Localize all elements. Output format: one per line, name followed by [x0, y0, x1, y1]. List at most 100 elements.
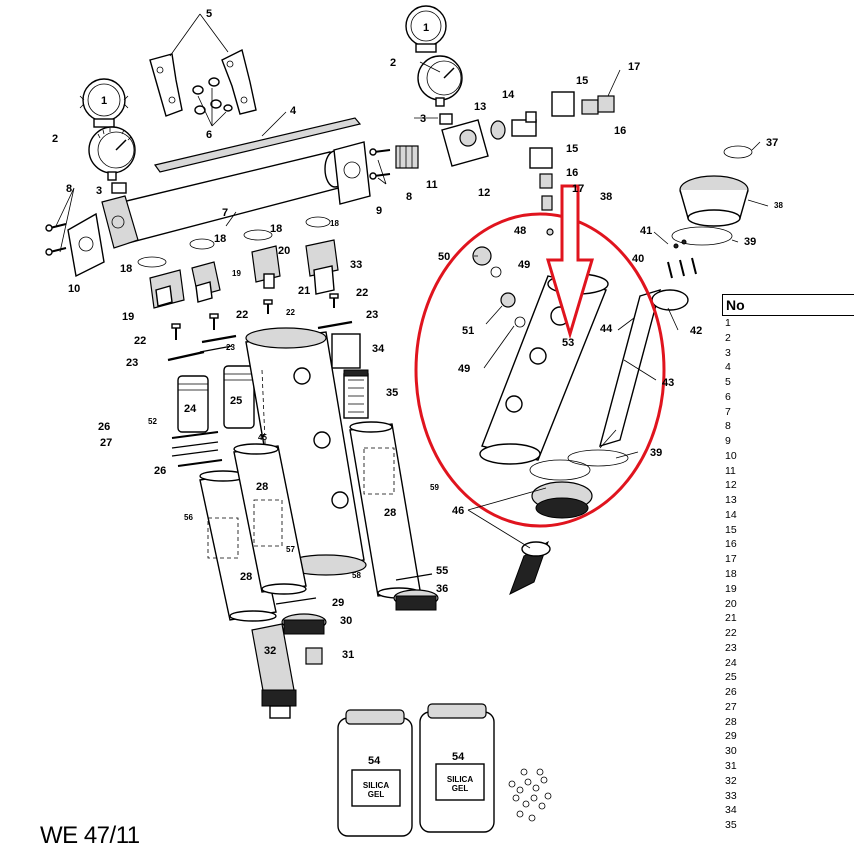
callout-40: 40: [632, 253, 644, 265]
callout-45: 45: [258, 433, 267, 442]
callout-31: 31: [342, 649, 354, 661]
callout-29: 29: [332, 597, 344, 609]
callout-55: 55: [436, 565, 448, 577]
callout-labels: 1 1 2 2 3 3 4 5 6 7 8 8 9 10 11 12 13 14…: [52, 8, 783, 799]
table-row: 2: [725, 331, 731, 344]
table-row: 11: [725, 464, 736, 477]
callout-23: 23: [126, 357, 138, 369]
bracket-5: [149, 48, 257, 117]
o-ring-39-top: [671, 226, 733, 246]
callout-59: 59: [430, 483, 439, 492]
highlight-arrow: [545, 184, 595, 340]
callout-17: 17: [628, 61, 640, 73]
valves-19-20-33: [149, 239, 339, 309]
callout-3: 3: [420, 113, 426, 125]
callout-13: 13: [474, 101, 486, 113]
callout-26: 26: [154, 465, 166, 477]
table-row: 16: [725, 538, 737, 551]
callout-50: 50: [438, 251, 450, 263]
fittings-13-14: [490, 111, 537, 140]
callout-54: 54: [368, 755, 381, 767]
manifold-block-12: [441, 119, 489, 167]
table-row: 31: [725, 759, 737, 772]
callout-28: 28: [256, 481, 268, 493]
table-row: 9: [725, 435, 731, 448]
table-row: 30: [725, 745, 737, 758]
callout-18: 18: [330, 219, 339, 228]
gauge-knob-right: [405, 5, 447, 53]
screws-8-right: [369, 148, 391, 180]
screws-22: [171, 293, 339, 340]
callout-48: 48: [514, 225, 526, 237]
table-row: 1: [725, 317, 731, 329]
filter-housing-58: [245, 327, 367, 576]
callout-23: 23: [366, 309, 378, 321]
cartridge-45: [509, 540, 551, 596]
screws-6: [192, 77, 233, 115]
table-row: 33: [725, 789, 737, 802]
jar-label-text: GEL: [452, 784, 469, 793]
callout-28: 28: [240, 571, 252, 583]
callout-36: 36: [436, 583, 448, 595]
callout-41: 41: [640, 225, 652, 237]
table-row: 34: [725, 804, 737, 817]
callout-6: 6: [206, 129, 212, 141]
table-row: 14: [725, 508, 737, 521]
silica-beads: [508, 768, 552, 822]
callout-27: 27: [100, 437, 112, 449]
caps-29-30-36-55: [275, 573, 439, 635]
drain-valve-32: [251, 623, 297, 719]
silica-gel-jar-1: [337, 709, 413, 837]
callout-12: 12: [478, 187, 490, 199]
table-row: 32: [725, 774, 737, 787]
end-plate-9: [333, 141, 371, 205]
callout-1: 1: [101, 95, 107, 107]
jar-label-text: SILICA: [447, 775, 473, 784]
callout-17: 17: [572, 183, 584, 195]
fitting-11: [395, 145, 419, 169]
callout-15: 15: [576, 75, 588, 87]
table-row: 3: [725, 346, 731, 359]
highlight-group: [414, 184, 666, 528]
ring-and-plug-49-50-51: [472, 228, 554, 328]
callout-38: 38: [600, 191, 612, 203]
table-row: 5: [725, 376, 731, 389]
screws-8-left: [45, 223, 67, 256]
callout-1: 1: [423, 22, 429, 34]
callout-8: 8: [66, 183, 72, 195]
table-row: 24: [725, 656, 737, 669]
plug-31: [305, 647, 323, 665]
seals-23: [167, 320, 353, 362]
o-ring-39-bottom: [567, 449, 629, 467]
callout-19: 19: [122, 311, 134, 323]
o-rings-18: [137, 216, 331, 268]
callout-16: 16: [566, 167, 578, 179]
fitting-3-left: [111, 182, 127, 194]
callout-57: 57: [286, 545, 295, 554]
callout-15: 15: [566, 143, 578, 155]
callout-8: 8: [406, 191, 412, 203]
callout-37: 37: [766, 137, 778, 149]
callout-52: 52: [148, 417, 157, 426]
callout-58: 58: [352, 571, 361, 580]
callout-32: 32: [264, 645, 276, 657]
table-row: 6: [725, 390, 731, 403]
o-ring-37: [723, 145, 753, 159]
callout-5: 5: [206, 8, 212, 20]
callout-22: 22: [286, 308, 295, 317]
table-row: 17: [725, 553, 737, 566]
gauge-knob-left: [79, 78, 129, 128]
callout-18: 18: [120, 263, 132, 275]
callout-19: 19: [232, 269, 241, 278]
end-plate-10: [67, 212, 105, 278]
callout-53: 53: [562, 337, 574, 349]
callout-54: 54: [452, 751, 465, 763]
callout-49: 49: [458, 363, 470, 375]
screws-40-41: [667, 239, 697, 279]
pressure-gauge-right: [417, 55, 463, 107]
housing-53: [479, 273, 609, 465]
callout-21: 21: [298, 285, 310, 297]
